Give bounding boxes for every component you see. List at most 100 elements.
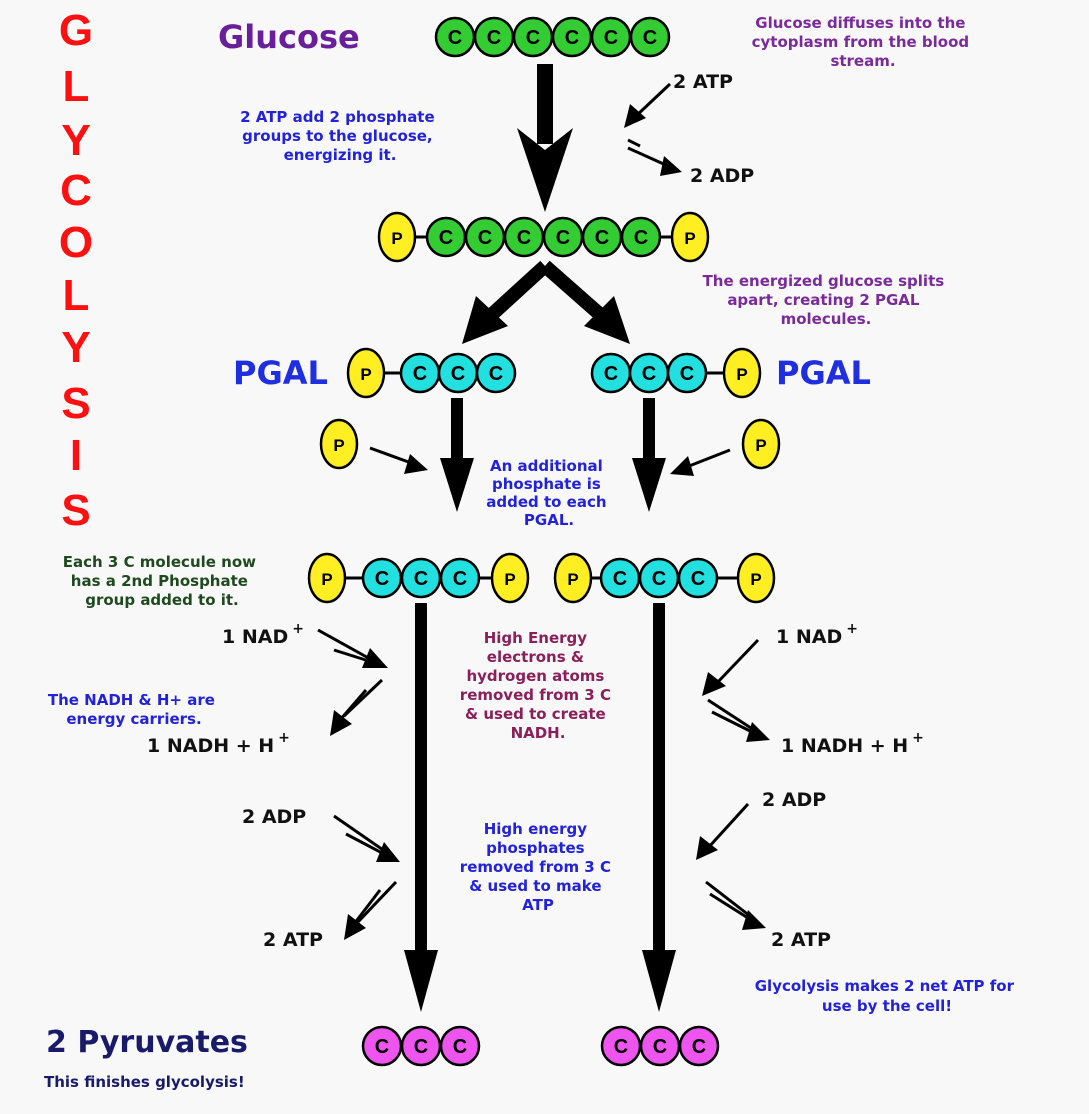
carbon-atom: C bbox=[361, 1025, 403, 1067]
svg-text:C: C bbox=[453, 568, 467, 590]
glucose-label: Glucose bbox=[218, 18, 360, 56]
arrow-down-main bbox=[517, 64, 573, 212]
carbon-atom: C bbox=[581, 216, 623, 258]
phosphate-group: P bbox=[307, 552, 347, 604]
note-high-energy-phosphates: High energy phosphates removed from 3 C … bbox=[460, 820, 616, 914]
svg-text:C: C bbox=[413, 363, 427, 385]
arrow-nad-right-in bbox=[702, 638, 760, 696]
pgal-right-label: PGAL bbox=[776, 354, 871, 392]
carbon-atom: C bbox=[590, 352, 632, 394]
note-net-atp: Glycolysis makes 2 net ATP for use by th… bbox=[755, 977, 1019, 1015]
svg-text:C: C bbox=[414, 1036, 428, 1058]
svg-text:C: C bbox=[692, 1036, 706, 1058]
arrow-adp-right-in bbox=[696, 802, 750, 860]
svg-text:C: C bbox=[448, 27, 462, 49]
svg-text:C: C bbox=[375, 568, 389, 590]
title-letter: Y bbox=[61, 116, 90, 165]
adp-out-label: 2 ADP bbox=[690, 165, 754, 187]
note-diffuse: Glucose diffuses into the cytoplasm from… bbox=[752, 14, 975, 70]
svg-text:P: P bbox=[321, 570, 332, 589]
arrow-nad-left-in bbox=[317, 628, 388, 668]
svg-text:C: C bbox=[453, 1036, 467, 1058]
phosphorylated-glucose: P C C C C C C P bbox=[377, 211, 710, 263]
note-split: The energized glucose splits apart, crea… bbox=[703, 272, 950, 328]
carbon-atom: C bbox=[400, 1025, 442, 1067]
nad-right-label: 1 NAD+ bbox=[776, 621, 858, 648]
svg-text:C: C bbox=[614, 1036, 628, 1058]
title-letter: S bbox=[61, 486, 90, 535]
arrow-phosphate-left bbox=[369, 446, 428, 474]
carbon-atom: C bbox=[437, 352, 479, 394]
title-letter: C bbox=[60, 166, 92, 215]
svg-text:P: P bbox=[736, 365, 747, 384]
phosphate-group: P bbox=[553, 552, 593, 604]
svg-text:P: P bbox=[360, 365, 371, 384]
svg-text:C: C bbox=[680, 363, 694, 385]
arrow-atp-right-out bbox=[705, 880, 766, 930]
carbon-atom: C bbox=[590, 16, 632, 58]
nad-left-label: 1 NAD+ bbox=[222, 621, 304, 648]
phosphate-group: P bbox=[346, 347, 386, 399]
svg-text:C: C bbox=[375, 1036, 389, 1058]
pgal-left-label: PGAL bbox=[233, 354, 328, 392]
phosphate-group: P bbox=[722, 347, 762, 399]
svg-text:P: P bbox=[755, 436, 766, 455]
title-letter: I bbox=[70, 431, 82, 480]
arrow-adp-out bbox=[627, 138, 682, 176]
carbon-atom: C bbox=[475, 352, 517, 394]
bisphosphate-right-molecule: P C C C P bbox=[553, 552, 776, 604]
pyruvates-label: 2 Pyruvates bbox=[46, 1025, 248, 1060]
svg-text:C: C bbox=[642, 363, 656, 385]
vertical-title: G L Y C O L Y S I S bbox=[59, 6, 93, 535]
atp-in-label: 2 ATP bbox=[673, 71, 733, 93]
svg-text:C: C bbox=[604, 363, 618, 385]
carbon-atom: C bbox=[600, 1025, 642, 1067]
svg-text:C: C bbox=[565, 27, 579, 49]
svg-text:C: C bbox=[652, 568, 666, 590]
nadh-right-label: 1 NADH + H+ bbox=[781, 730, 924, 757]
carbon-atom: C bbox=[439, 1025, 481, 1067]
arrow-atp-left-out bbox=[344, 880, 398, 940]
svg-text:C: C bbox=[478, 227, 492, 249]
title-letter: L bbox=[63, 62, 90, 111]
carbon-atom: C bbox=[551, 16, 593, 58]
phosphate-group: P bbox=[377, 211, 417, 263]
pgal-left-molecule: P C C C bbox=[346, 347, 517, 399]
pyruvate-left-molecule: C C C bbox=[361, 1025, 481, 1067]
title-letter: Y bbox=[61, 323, 90, 372]
svg-text:P: P bbox=[750, 570, 761, 589]
arrow-long-right bbox=[642, 603, 676, 1012]
note-second-phosphate: Each 3 C molecule now has a 2nd Phosphat… bbox=[63, 553, 261, 609]
svg-text:C: C bbox=[556, 227, 570, 249]
carbon-atom: C bbox=[439, 557, 481, 599]
arrow-pgal-right-down bbox=[632, 398, 666, 512]
arrow-atp-in bbox=[624, 82, 672, 128]
carbon-atom: C bbox=[464, 216, 506, 258]
phosphate-group: P bbox=[490, 552, 530, 604]
arrow-nadh-left-out bbox=[330, 678, 384, 736]
adp-right-label: 2 ADP bbox=[762, 789, 826, 811]
svg-text:P: P bbox=[333, 436, 344, 455]
svg-text:C: C bbox=[487, 27, 501, 49]
carbon-atom: C bbox=[512, 16, 554, 58]
bisphosphate-left-molecule: P C C C P bbox=[307, 552, 530, 604]
svg-text:C: C bbox=[517, 227, 531, 249]
svg-text:C: C bbox=[451, 363, 465, 385]
nadh-left-label: 1 NADH + H+ bbox=[147, 730, 290, 757]
carbon-atom: C bbox=[399, 352, 441, 394]
svg-text:C: C bbox=[489, 363, 503, 385]
atp-right-label: 2 ATP bbox=[771, 929, 831, 951]
carbon-atom: C bbox=[638, 557, 680, 599]
carbon-atom: C bbox=[599, 557, 641, 599]
svg-text:C: C bbox=[414, 568, 428, 590]
svg-text:C: C bbox=[653, 1036, 667, 1058]
svg-text:P: P bbox=[391, 229, 402, 248]
title-letter: G bbox=[59, 6, 93, 55]
carbon-atom: C bbox=[628, 352, 670, 394]
pgal-right-molecule: C C C P bbox=[590, 347, 762, 399]
carbon-atom: C bbox=[629, 16, 671, 58]
free-phosphate-left: P bbox=[319, 418, 359, 470]
carbon-atom: C bbox=[542, 216, 584, 258]
